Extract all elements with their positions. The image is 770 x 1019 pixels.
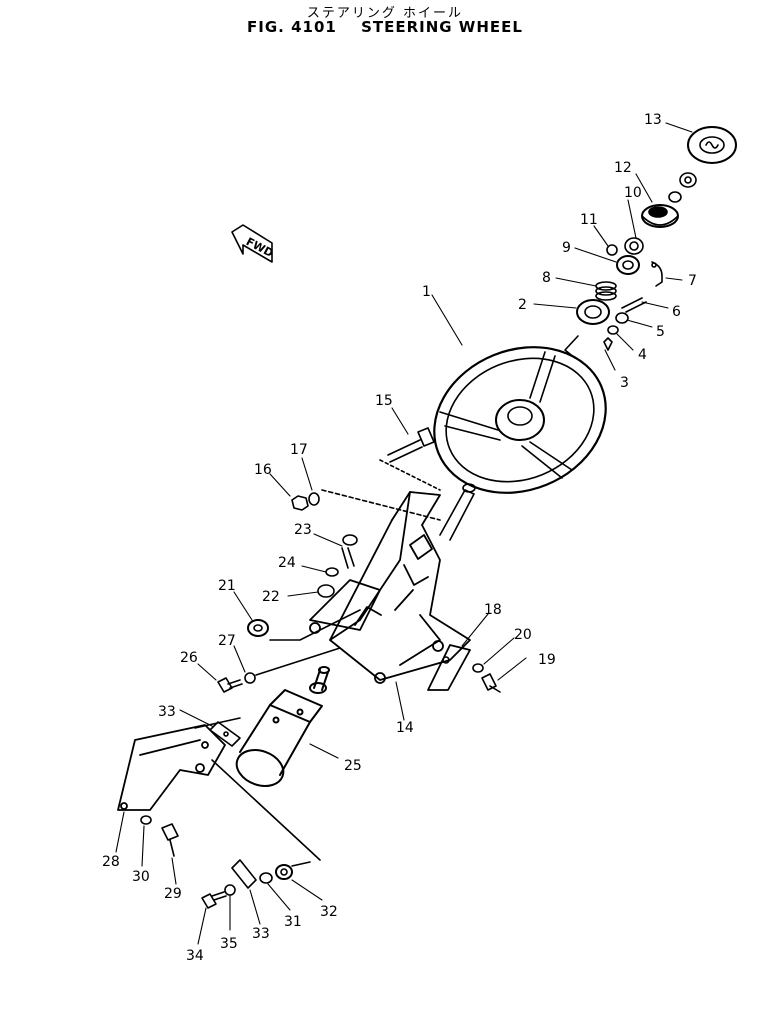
washer-22 [317, 584, 335, 598]
callout-10: 10 [624, 185, 642, 201]
callout-13: 13 [644, 112, 662, 128]
bolt-34 [201, 891, 227, 909]
washer-31 [259, 872, 273, 884]
steering-wheel [433, 346, 607, 494]
washer-35 [224, 884, 236, 896]
washer-17 [308, 492, 320, 506]
washer-nut-stack [603, 312, 629, 351]
callout-23: 23 [294, 522, 312, 538]
callout-34: 34 [186, 948, 204, 964]
callout-29: 29 [164, 886, 182, 902]
shim-plate-upper [209, 721, 241, 747]
bolt-19 [481, 673, 501, 693]
callout-18: 18 [484, 602, 502, 618]
center-cover [641, 204, 679, 228]
callout-22: 22 [262, 589, 280, 605]
shim-plate-lower [231, 859, 257, 889]
callout-2: 2 [518, 297, 527, 313]
callout-33-upper: 33 [158, 704, 176, 720]
bolt-26 [217, 677, 243, 693]
collar [576, 299, 610, 325]
callout-12: 12 [614, 160, 632, 176]
callout-32: 32 [320, 904, 338, 920]
washer-24 [325, 567, 339, 577]
callout-25: 25 [344, 758, 362, 774]
horn-wire [651, 261, 663, 287]
callout-9: 9 [562, 240, 571, 256]
bolt-29 [161, 823, 179, 857]
callout-4: 4 [638, 347, 647, 363]
leader-lines [115, 122, 693, 945]
bolt-15 [379, 427, 441, 491]
fwd-arrow-icon: FWD [231, 224, 276, 263]
pin [621, 297, 647, 313]
callout-11: 11 [580, 212, 598, 228]
nut-32 [275, 864, 293, 880]
callout-28: 28 [102, 854, 120, 870]
callout-21: 21 [218, 578, 236, 594]
figure-number: FIG. 4101 [247, 18, 337, 36]
callout-16: 16 [254, 462, 272, 478]
callout-1: 1 [422, 284, 431, 300]
callout-5: 5 [656, 324, 665, 340]
callout-31: 31 [284, 914, 302, 930]
bolt-23 [341, 534, 358, 569]
callout-14: 14 [396, 720, 414, 736]
callout-24: 24 [278, 555, 296, 571]
washer-27 [244, 672, 256, 684]
nut-16 [291, 495, 309, 511]
cover-plate [427, 644, 471, 691]
steering-unit [235, 666, 330, 787]
column-shaft [439, 483, 476, 541]
callout-19: 19 [538, 652, 556, 668]
callout-26: 26 [180, 650, 198, 666]
horn-cap [687, 126, 737, 164]
callout-33-lower: 33 [252, 926, 270, 942]
contact-rings [668, 172, 697, 203]
figure-title: FIG. 4101 STEERING WHEEL [0, 18, 770, 36]
callout-17: 17 [290, 442, 308, 458]
nut-parts [606, 237, 644, 275]
callout-6: 6 [672, 304, 681, 320]
callout-30: 30 [132, 869, 150, 885]
callout-8: 8 [542, 270, 551, 286]
figure-title-japanese: ステアリング ホイール [306, 6, 464, 21]
callout-35: 35 [220, 936, 238, 952]
mounting-bracket [117, 724, 226, 811]
washer-20 [472, 663, 484, 673]
washer-30 [140, 815, 152, 825]
callout-7: 7 [688, 273, 697, 289]
callout-20: 20 [514, 627, 532, 643]
figure-name: STEERING WHEEL [361, 18, 523, 36]
spring [595, 281, 617, 301]
callout-15: 15 [375, 393, 393, 409]
callout-3: 3 [620, 375, 629, 391]
rubber-mount-21 [247, 619, 269, 637]
fwd-label: FWD [244, 235, 276, 260]
callout-27: 27 [218, 633, 236, 649]
